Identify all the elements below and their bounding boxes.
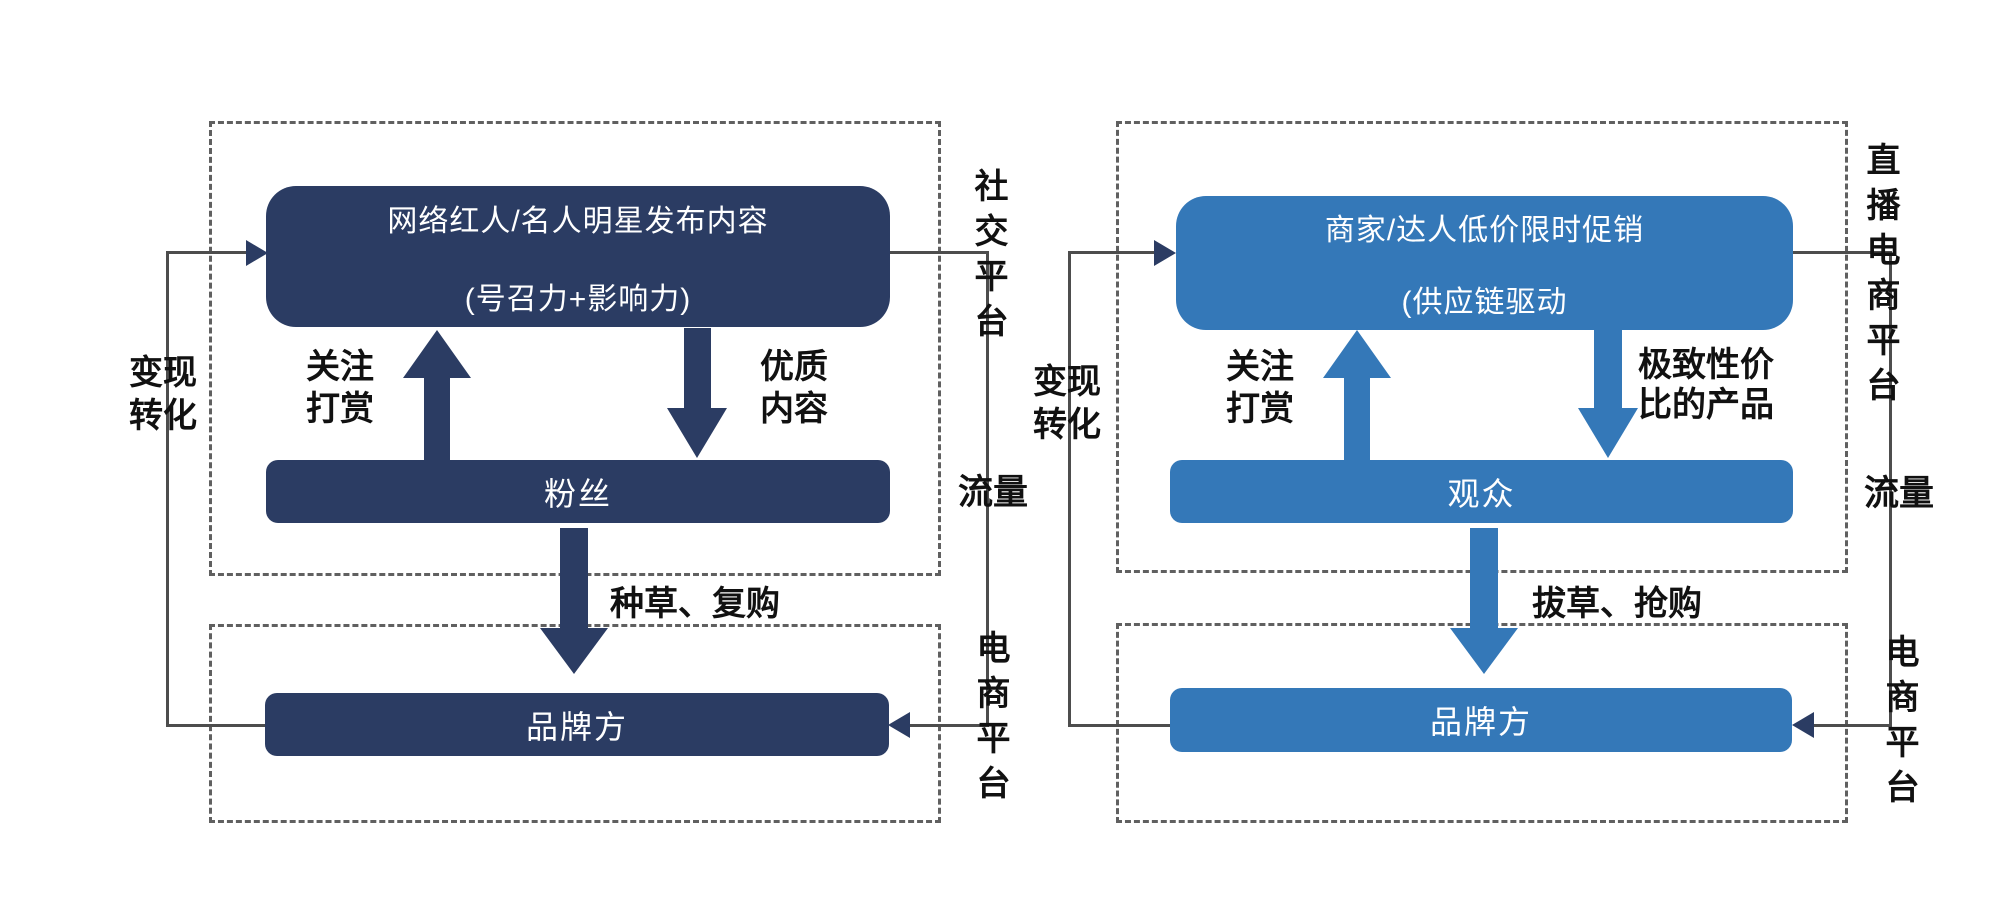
- arrowhead-right-icon: [246, 240, 268, 266]
- left-feedback-top-line: [166, 251, 250, 254]
- right-follow-reward-label: 关注 打赏: [1226, 348, 1294, 428]
- arrow-up-icon: [403, 330, 471, 378]
- right-feedback-vertical-line: [1068, 251, 1071, 727]
- right-ecommerce-platform-label: 电商平台: [1880, 634, 1918, 814]
- arrow-up-shaft: [424, 376, 450, 460]
- right-platform-vertical-line: [1889, 251, 1892, 727]
- left-fans-box: 粉丝: [266, 460, 890, 523]
- arrow-up-icon: [1323, 330, 1391, 378]
- right-pull-rush-label: 拔草、抢购: [1532, 585, 1702, 623]
- left-ecommerce-platform-label: 电商平台: [971, 630, 1009, 810]
- right-audience-box: 观众: [1170, 460, 1793, 523]
- left-outflow-top-line: [890, 251, 989, 254]
- right-monetize-label: 变现 转化: [1033, 363, 1101, 444]
- arrow-mid-down-icon: [1450, 628, 1518, 674]
- left-social-platform-label: 社交平台: [969, 168, 1007, 348]
- right-inflow-bottom-line: [1808, 724, 1892, 727]
- arrow-mid-down-shaft: [1470, 528, 1498, 630]
- left-platform-vertical-line: [986, 251, 989, 727]
- right-top-box-line1: 商家/达人低价限时促销: [1324, 214, 1645, 247]
- left-top-box-line1: 网络红人/名人明星发布内容: [387, 204, 769, 238]
- right-value-product-label: 极致性价 比的产品: [1638, 346, 1774, 424]
- left-top-box: 网络红人/名人明星发布内容 (号召力+影响力): [266, 186, 890, 327]
- right-live-platform-label: 直播电商平台: [1861, 142, 1899, 412]
- left-traffic-label: 流量: [957, 473, 1028, 512]
- arrowhead-left-icon: [1792, 712, 1814, 738]
- left-inflow-bottom-line: [904, 724, 989, 727]
- arrow-down-icon: [1578, 408, 1638, 458]
- right-top-box: 商家/达人低价限时促销 (供应链驱动: [1176, 196, 1793, 330]
- arrowhead-left-icon: [888, 712, 910, 738]
- arrow-down-icon: [667, 408, 727, 458]
- left-quality-content-label: 优质 内容: [760, 348, 828, 428]
- arrow-up-shaft: [1344, 376, 1370, 460]
- right-feedback-top-line: [1068, 251, 1156, 254]
- left-feedback-bottom-line: [166, 724, 266, 727]
- left-brand-box: 品牌方: [265, 693, 889, 756]
- arrow-mid-down-shaft: [560, 528, 588, 630]
- left-monetize-label: 变现 转化: [129, 354, 197, 435]
- arrow-mid-down-icon: [540, 628, 608, 674]
- left-seed-repurchase-label: 种草、复购: [610, 585, 780, 623]
- right-brand-box: 品牌方: [1170, 688, 1792, 752]
- right-top-box-line2: (供应链驱动: [1401, 286, 1568, 319]
- right-feedback-bottom-line: [1068, 724, 1170, 727]
- right-traffic-label: 流量: [1863, 474, 1934, 513]
- arrow-down-shaft: [684, 328, 711, 410]
- arrowhead-right-icon: [1154, 240, 1176, 266]
- right-outflow-top-line: [1793, 251, 1892, 254]
- arrow-down-shaft: [1594, 328, 1622, 410]
- left-top-box-line2: (号召力+影响力): [464, 282, 692, 316]
- left-follow-reward-label: 关注 打赏: [306, 348, 374, 428]
- left-feedback-vertical-line: [166, 251, 169, 727]
